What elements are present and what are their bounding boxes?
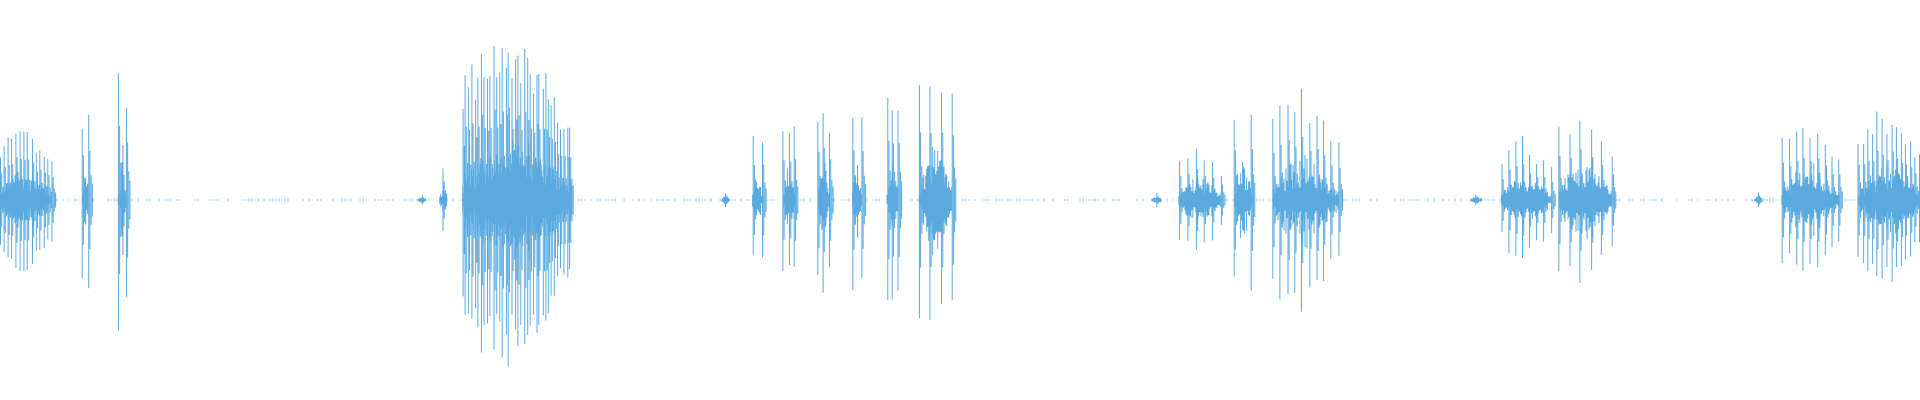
waveform-burst-7 — [721, 193, 730, 207]
waveform-burst-14 — [1151, 192, 1162, 207]
waveform-burst-3 — [117, 73, 131, 331]
waveform-burst-12 — [886, 97, 903, 301]
waveform-burst-23 — [1857, 111, 1920, 283]
waveform-burst-1 — [0, 131, 57, 272]
waveform-burst-22 — [1781, 128, 1843, 271]
waveform-burst-11 — [852, 117, 866, 290]
waveform-burst-15 — [1178, 148, 1226, 250]
waveform-burst-16 — [1233, 114, 1256, 291]
waveform-burst-20 — [1558, 120, 1617, 283]
waveform-burst-19 — [1500, 136, 1556, 258]
waveform-burst-21 — [1754, 192, 1763, 207]
waveform-burst-18 — [1470, 194, 1483, 206]
waveform-baseline-noise — [2, 198, 1915, 202]
waveform-burst-10 — [817, 113, 834, 293]
waveform-burst-4 — [418, 195, 427, 205]
waveform-burst-17 — [1272, 88, 1343, 312]
waveform-burst-2 — [81, 114, 93, 289]
waveform-burst-6 — [462, 45, 574, 367]
waveform-burst-13 — [918, 85, 957, 320]
waveform-baseline — [2, 198, 1915, 202]
waveform-burst-5 — [439, 168, 448, 232]
waveform-bursts — [0, 45, 1920, 367]
waveform-burst-8 — [752, 136, 767, 258]
waveform-burst-9 — [782, 126, 799, 271]
